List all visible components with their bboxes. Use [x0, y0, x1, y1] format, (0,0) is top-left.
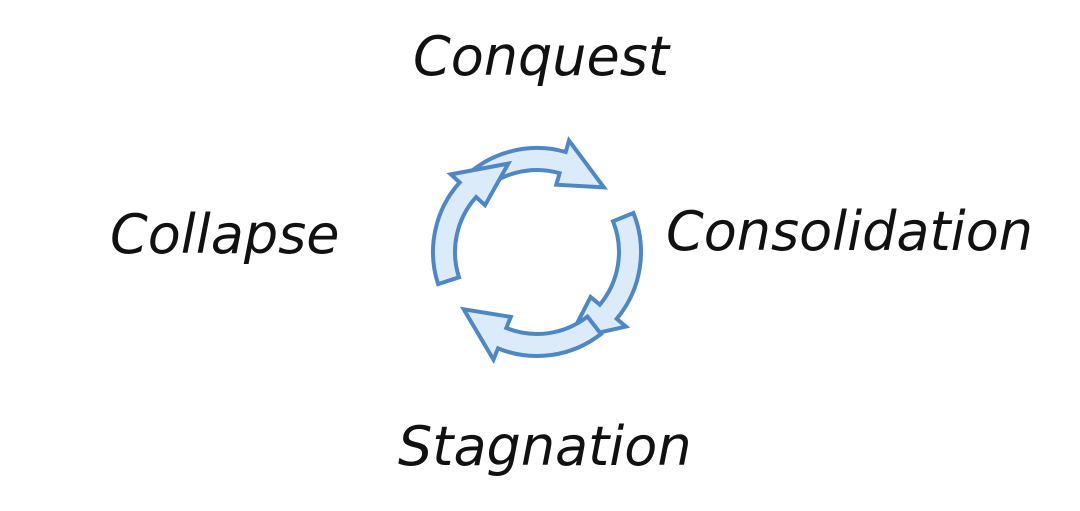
- label-consolidation: Consolidation: [666, 200, 1033, 263]
- label-stagnation: Stagnation: [398, 415, 692, 478]
- arrow-stagnation-to-collapse: [459, 306, 604, 365]
- arrows-group: [431, 136, 643, 365]
- label-collapse: Collapse: [110, 203, 340, 266]
- label-conquest: Conquest: [413, 25, 669, 88]
- arrow-collapse-to-conquest: [431, 160, 513, 287]
